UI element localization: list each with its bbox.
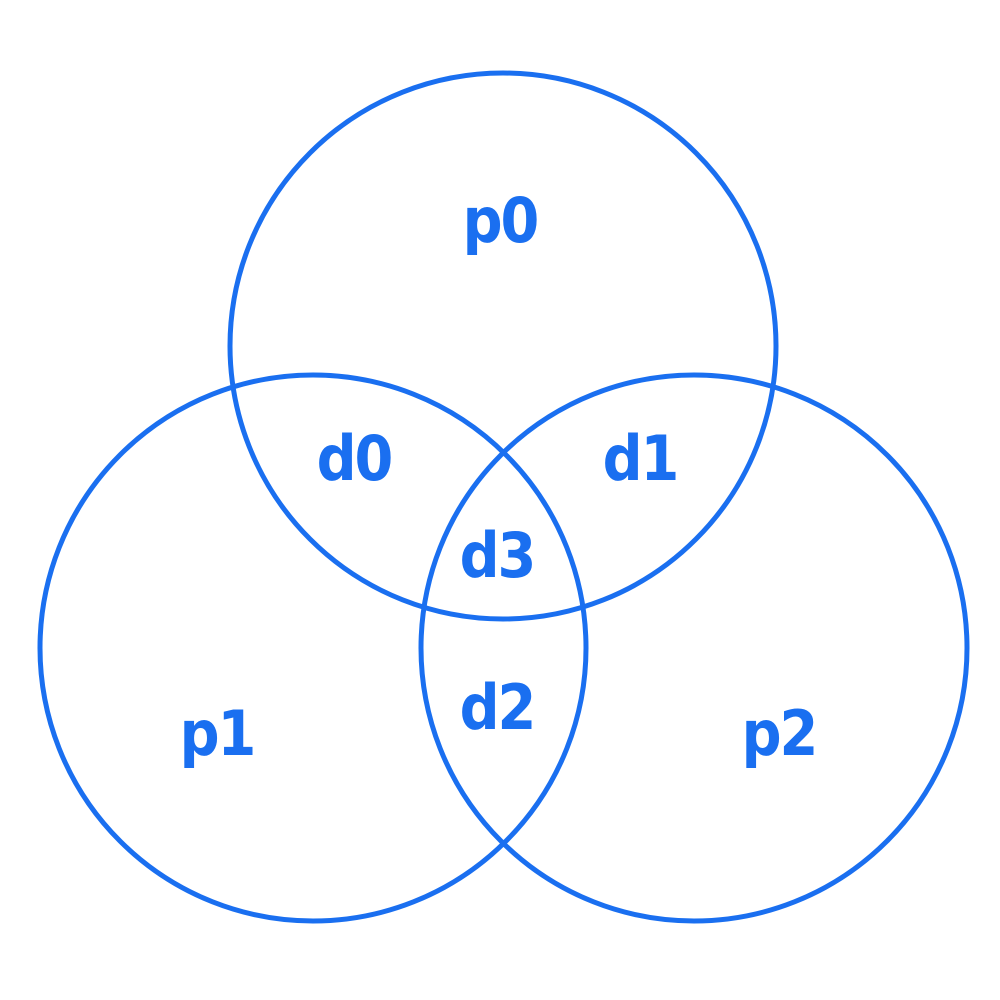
circle-p1: [37, 372, 589, 924]
label-d0: d0: [317, 422, 392, 495]
circle-p0: [227, 70, 779, 622]
label-d2: d2: [460, 671, 535, 744]
label-p2: p2: [742, 697, 817, 770]
label-d3: d3: [460, 519, 535, 592]
label-p1: p1: [180, 697, 255, 770]
label-d1: d1: [603, 422, 678, 495]
circle-p2: [418, 372, 970, 924]
label-p0: p0: [463, 184, 538, 257]
